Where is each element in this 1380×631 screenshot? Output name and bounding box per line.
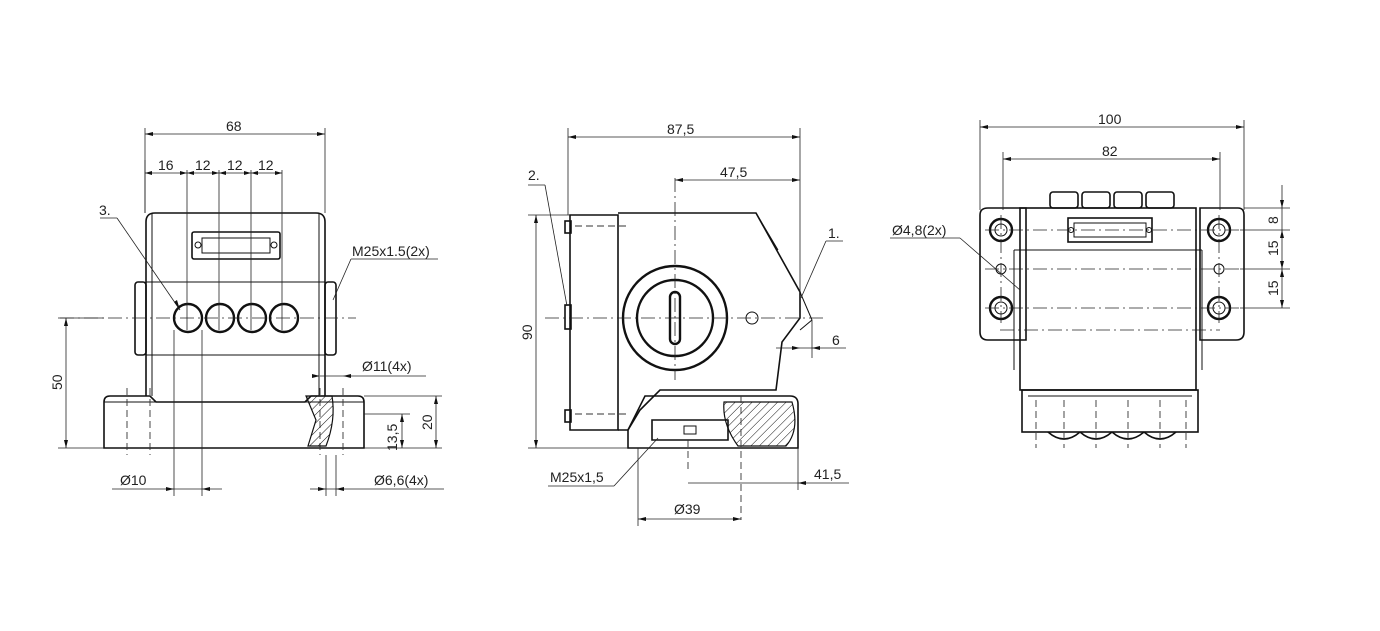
side-base <box>627 395 799 449</box>
top-ear-right <box>1199 207 1245 341</box>
dim-side-87-5: 87,5 <box>667 121 694 137</box>
front-thread-label: M25x1.5(2x) <box>352 243 430 259</box>
side-housing <box>618 212 801 431</box>
dim-front-12c: 12 <box>258 157 274 173</box>
callout-3: 3. <box>99 202 111 218</box>
dim-side-d39: Ø39 <box>674 501 701 517</box>
side-thread-label: M25x1,5 <box>550 469 604 485</box>
dim-top-8: 8 <box>1265 216 1281 224</box>
dim-front-68: 68 <box>226 118 242 134</box>
dim-front-20: 20 <box>419 414 435 430</box>
top-body <box>1019 207 1197 391</box>
front-body <box>145 212 326 396</box>
dim-front-d10: Ø10 <box>120 472 147 488</box>
dim-front-12b: 12 <box>227 157 243 173</box>
dim-front-50: 50 <box>49 374 65 390</box>
top-ear-left <box>979 207 1027 341</box>
side-view <box>528 128 849 526</box>
front-counterbore-label: Ø11(4x) <box>362 358 412 374</box>
top-hole-label: Ø4,8(2x) <box>892 222 946 238</box>
front-view <box>58 128 444 496</box>
dim-top-82: 82 <box>1102 143 1118 159</box>
side-cover <box>569 214 619 431</box>
dim-front-12a: 12 <box>195 157 211 173</box>
dim-side-90: 90 <box>519 324 535 340</box>
dim-top-100: 100 <box>1098 111 1122 127</box>
dim-front-13-5: 13,5 <box>384 424 400 451</box>
front-nameplate <box>191 231 281 260</box>
dim-side-47-5: 47,5 <box>720 164 747 180</box>
dim-top-15b: 15 <box>1265 280 1281 296</box>
front-base-section <box>305 395 334 447</box>
dim-side-6: 6 <box>832 332 840 348</box>
callout-2: 2. <box>528 167 540 183</box>
top-view <box>890 120 1290 448</box>
dim-side-41-5: 41,5 <box>814 466 841 482</box>
dim-front-16: 16 <box>158 157 174 173</box>
dim-top-15a: 15 <box>1265 240 1281 256</box>
front-hole-label: Ø6,6(4x) <box>374 472 428 488</box>
callout-1: 1. <box>828 225 840 241</box>
